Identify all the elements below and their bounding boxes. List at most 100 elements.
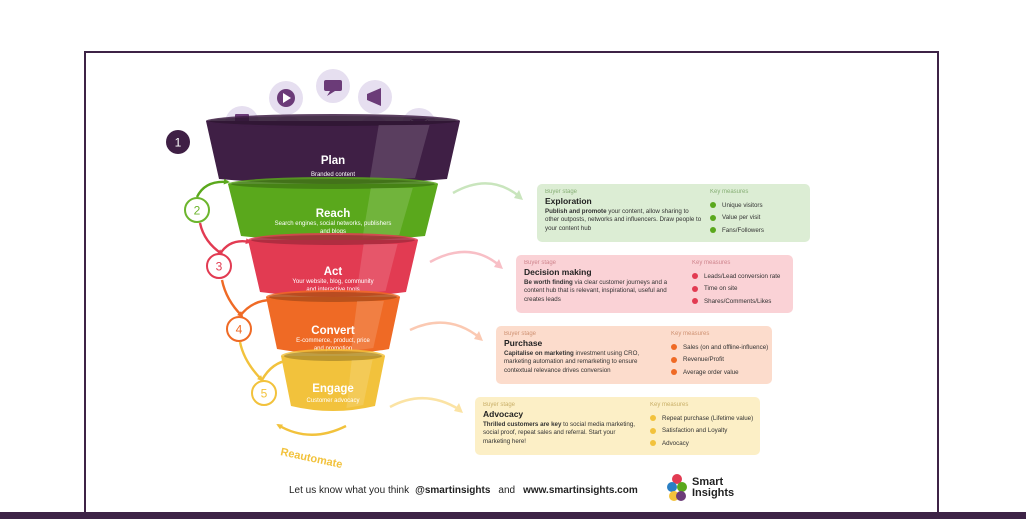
arrowhead bbox=[223, 178, 230, 185]
key-measures-label: Key measures bbox=[671, 331, 710, 337]
bullet-dot bbox=[692, 285, 698, 292]
arrowhead bbox=[285, 357, 292, 364]
card-exploration: Buyer stage Exploration Publish and prom… bbox=[537, 184, 810, 242]
card-purchase: Buyer stage Purchase Capitalise on marke… bbox=[496, 326, 772, 384]
logo-line-2: Insights bbox=[692, 487, 735, 499]
buyer-stage-label: Buyer stage bbox=[524, 260, 557, 266]
logo-icon bbox=[667, 474, 687, 501]
stage-description: Thrilled customers are key to social med… bbox=[483, 421, 636, 445]
layer-body bbox=[266, 297, 400, 354]
twitter-handle-link[interactable]: @smartinsights bbox=[415, 485, 491, 496]
layer-rim bbox=[248, 233, 418, 247]
layer-rim bbox=[281, 349, 385, 363]
stage-description: Be worth finding via clear customer jour… bbox=[524, 279, 668, 303]
measure-item: Advocacy bbox=[650, 437, 753, 450]
card-arrow bbox=[429, 250, 501, 267]
layer-rim-shadow bbox=[231, 179, 435, 189]
bullet-dot bbox=[710, 227, 716, 234]
reautomate-label: Reautomate bbox=[279, 446, 343, 471]
layer-body bbox=[206, 121, 460, 184]
footer: Let us know what you think @smartinsight… bbox=[289, 485, 638, 496]
step-circle-3: 3 bbox=[206, 253, 232, 279]
layer-title: Act bbox=[324, 266, 343, 278]
stage-description: Publish and promote your content, allow … bbox=[545, 208, 702, 232]
card-arrows bbox=[389, 182, 523, 413]
loop-arrow bbox=[238, 341, 263, 381]
stage-description: Capitalise on marketing investment using… bbox=[504, 350, 640, 374]
layer-rim bbox=[266, 290, 400, 304]
buyer-stage-label: Buyer stage bbox=[504, 331, 537, 337]
key-measures-label: Key measures bbox=[650, 402, 689, 408]
megaphone-icon bbox=[358, 80, 392, 114]
layer-highlight bbox=[369, 125, 430, 181]
bullet-dot bbox=[710, 214, 716, 221]
loop-arrows bbox=[195, 178, 347, 436]
layer-body bbox=[281, 356, 385, 411]
measure-item: Time on site bbox=[692, 283, 780, 296]
buyer-stage-label: Buyer stage bbox=[545, 189, 578, 195]
measure-item: Value per visit bbox=[710, 212, 764, 225]
layer-rim-shadow bbox=[284, 351, 382, 361]
layer-subtitle: Customer advocacy bbox=[306, 398, 359, 404]
arrowhead bbox=[474, 331, 483, 341]
layer-title: Reach bbox=[316, 208, 351, 220]
stage-name: Decision making bbox=[524, 267, 592, 277]
chat-icon bbox=[316, 69, 350, 103]
arrowhead bbox=[245, 238, 252, 244]
card-arrow bbox=[409, 321, 481, 339]
layer-rim-shadow bbox=[209, 116, 457, 126]
loop-arrow bbox=[198, 222, 223, 255]
arrowhead bbox=[454, 403, 463, 413]
layer-highlight bbox=[350, 301, 384, 351]
bullet-dot bbox=[692, 273, 698, 280]
card-arrow bbox=[452, 182, 521, 198]
svg-text:5: 5 bbox=[261, 387, 268, 401]
stage-name: Exploration bbox=[545, 196, 592, 206]
measure-item: Average order value bbox=[671, 366, 768, 379]
measure-item: Leads/Lead conversion rate bbox=[692, 270, 780, 283]
layer-rim bbox=[228, 177, 438, 191]
bottom-border-bar bbox=[0, 512, 1026, 519]
layer-highlight bbox=[346, 360, 373, 408]
arrowhead bbox=[267, 297, 274, 303]
measure-item: Sales (on and offline-influence) bbox=[671, 341, 768, 354]
footer-prefix: Let us know what you think bbox=[289, 485, 410, 496]
stage-name: Advocacy bbox=[483, 409, 524, 419]
layer-highlight bbox=[362, 188, 413, 238]
svg-text:3: 3 bbox=[216, 260, 223, 274]
website-link[interactable]: www.smartinsights.com bbox=[523, 485, 638, 496]
key-measures-label: Key measures bbox=[710, 189, 749, 195]
video-play-icon bbox=[269, 81, 303, 115]
step-circle-5: 5 bbox=[251, 380, 277, 406]
arrowhead bbox=[494, 259, 503, 269]
measure-item: Fans/Followers bbox=[710, 224, 764, 237]
layer-body bbox=[228, 184, 438, 241]
key-measures: Key measures Sales (on and offline-influ… bbox=[671, 331, 768, 379]
layer-rim-shadow bbox=[269, 292, 397, 302]
key-measures-label: Key measures bbox=[692, 260, 731, 266]
buyer-stage-label: Buyer stage bbox=[483, 402, 516, 408]
bullet-dot bbox=[650, 415, 656, 422]
logo-line-1: Smart bbox=[692, 476, 724, 488]
card-arrow bbox=[389, 396, 461, 412]
step-circle-2: 2 bbox=[184, 197, 210, 223]
bullet-dot bbox=[710, 202, 716, 209]
loop-arrow bbox=[195, 180, 229, 198]
measure-item: Revenue/Profit bbox=[671, 354, 768, 367]
key-measures: Key measures Repeat purchase (Lifetime v… bbox=[650, 402, 753, 450]
svg-text:1: 1 bbox=[175, 136, 182, 150]
layer-body bbox=[248, 240, 418, 297]
layer-title: Convert bbox=[311, 325, 355, 337]
card-advocacy: Buyer stage Advocacy Thrilled customers … bbox=[475, 397, 760, 455]
layer-subtitle: Branded content bbox=[311, 172, 355, 178]
layer-rim-shadow bbox=[251, 235, 415, 245]
arrowhead bbox=[514, 190, 523, 200]
